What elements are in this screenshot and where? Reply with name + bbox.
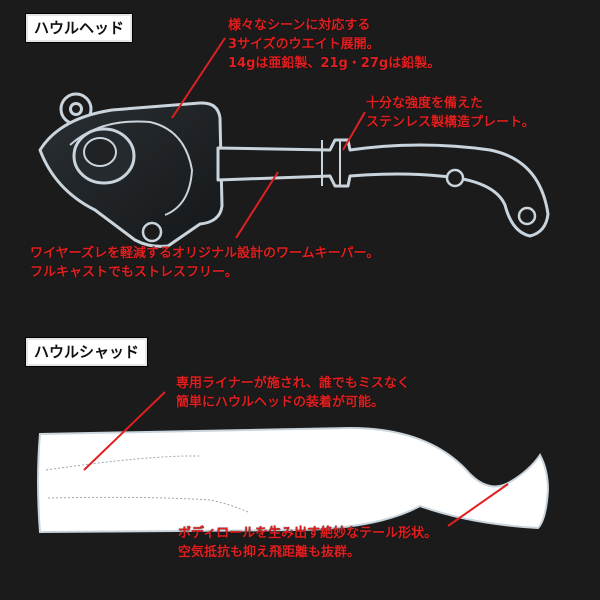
head-section-title: ハウルヘッド xyxy=(26,14,133,42)
head-body xyxy=(38,101,224,248)
shad-body-drawing xyxy=(37,426,550,534)
callout-tail-line-2: 空気抵抗も抑え飛距離も抜群。 xyxy=(178,545,361,560)
callout-liner-line-1: 専用ライナーが施され、誰でもミスなく xyxy=(176,376,410,391)
callout-plate-line-2: ステンレス製構造プレート。 xyxy=(366,115,535,130)
callout-liner-line-2: 簡単にハウルヘッドの装着が可能。 xyxy=(176,395,385,410)
callout-weight-line-2: 3サイズのウエイト展開。 xyxy=(228,37,380,52)
callout-keeper-line-1: ワイヤーズレを軽減するオリジナル設計のワームキーパー。 xyxy=(30,246,380,261)
callout-tail-line-1: ボディロールを生み出す絶妙なテール形状。 xyxy=(178,526,438,541)
callout-weight: 様々なシーンに対応する 3サイズのウエイト展開。 14gは亜鉛製、21g・27g… xyxy=(228,16,440,73)
callout-weight-line-3: 14gは亜鉛製、21g・27gは鉛製。 xyxy=(228,56,441,71)
leader-plate xyxy=(342,111,366,151)
callout-keeper: ワイヤーズレを軽減するオリジナル設計のワームキーパー。 フルキャストでもストレス… xyxy=(30,244,379,282)
leader-keeper xyxy=(235,171,279,239)
callout-tail: ボディロールを生み出す絶妙なテール形状。 空気抵抗も抑え飛距離も抜群。 xyxy=(178,524,437,562)
callout-plate-line-1: 十分な強度を備えた xyxy=(366,96,484,111)
shad-section-title: ハウルシャッド xyxy=(26,338,148,366)
leader-weight xyxy=(171,37,226,119)
leader-tail xyxy=(447,483,509,527)
callout-weight-line-1: 様々なシーンに対応する xyxy=(228,18,371,33)
worm-keeper xyxy=(321,140,341,186)
jig-head-drawing xyxy=(38,92,550,248)
callout-keeper-line-2: フルキャストでもストレスフリー。 xyxy=(30,265,238,280)
callout-liner: 専用ライナーが施され、誰でもミスなく 簡単にハウルヘッドの装着が可能。 xyxy=(176,374,410,412)
leader-lines xyxy=(83,37,509,527)
shad-body xyxy=(37,426,550,534)
leader-liner xyxy=(83,391,166,471)
callout-plate: 十分な強度を備えた ステンレス製構造プレート。 xyxy=(366,94,535,132)
stainless-plate xyxy=(216,138,550,238)
